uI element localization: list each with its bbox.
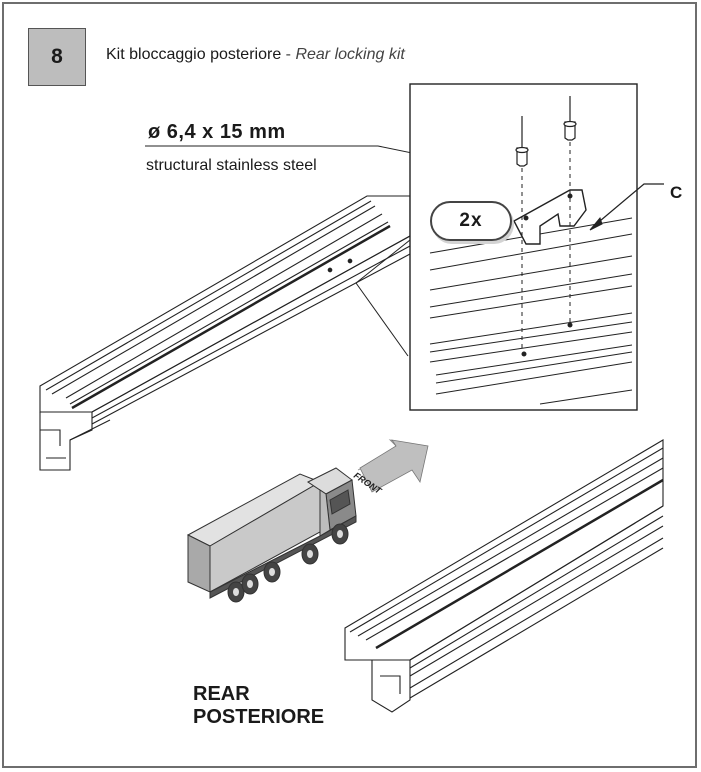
title-separator: -	[285, 46, 291, 63]
quantity-badge: 2x	[430, 201, 512, 241]
rear-label-it: POSTERIORE	[193, 706, 325, 728]
rivet-material: structural stainless steel	[146, 157, 317, 174]
title-italian: Kit bloccaggio posteriore	[106, 46, 282, 63]
rail-upper-left	[39, 195, 411, 471]
step-number-badge: 8	[28, 28, 86, 86]
rivet-dimension: ø 6,4 x 15 mm	[148, 121, 286, 143]
rivet-left	[515, 116, 529, 167]
part-label-c: C	[670, 183, 683, 202]
title-english: Rear locking kit	[295, 46, 405, 63]
rear-label-en: REAR	[193, 683, 250, 705]
detail-view	[355, 83, 664, 411]
rivet-right	[563, 96, 577, 141]
step-title: Kit bloccaggio posteriore - Rear locking…	[106, 46, 405, 64]
truck-icon	[186, 467, 357, 603]
step-number: 8	[51, 45, 63, 68]
quantity-text: 2x	[459, 210, 483, 231]
rail-lower-right	[344, 439, 664, 713]
rear-orientation-label: REAR POSTERIORE	[193, 683, 324, 729]
